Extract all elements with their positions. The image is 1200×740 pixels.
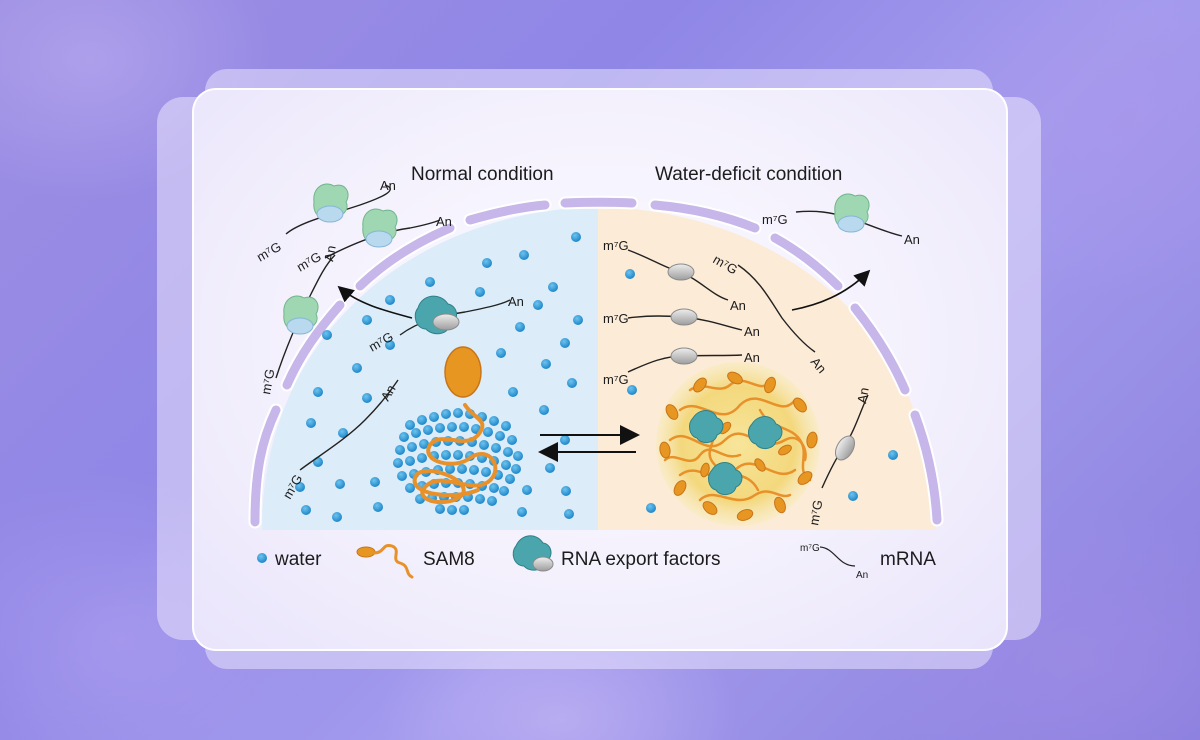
legend: water SAM8 RNA export factors m⁷G An mRN… — [257, 535, 936, 581]
equilibrium-arrows — [538, 425, 640, 462]
sam8-idr-strand — [412, 403, 498, 505]
legend-water-label: water — [274, 549, 322, 570]
export-factor-gray-subunit — [835, 435, 855, 461]
svg-text:m⁷G: m⁷G — [800, 543, 820, 554]
mrna-strand — [324, 219, 441, 259]
mrna-strand — [737, 264, 816, 353]
mrna-cap: m⁷G — [603, 311, 629, 326]
ribosome-small-subunit — [365, 230, 393, 248]
water-molecules-deficit — [625, 269, 898, 513]
mrna-cap: m⁷G — [806, 499, 825, 527]
mrna-tail: An — [508, 294, 524, 309]
nuclear-envelope — [248, 195, 944, 529]
mrna-strand — [299, 379, 399, 471]
export-arrow-normal — [337, 285, 413, 319]
water-deficit-title: Water-deficit condition — [655, 164, 842, 185]
legend-water-icon — [257, 553, 267, 563]
mrna-cap: m⁷G — [603, 372, 629, 387]
legend-sam8-label: SAM8 — [423, 549, 475, 570]
mrna-tail: An — [321, 244, 339, 262]
mrna-tail: An — [854, 386, 872, 404]
sam8-water-cluster — [393, 346, 523, 515]
nucleus-normal-half — [262, 207, 598, 530]
mrna-tail: An — [378, 382, 399, 403]
mrna-tail: An — [904, 232, 920, 247]
mrna-tail: An — [744, 324, 760, 339]
svg-text:An: An — [856, 570, 868, 581]
legend-sam8-icon — [356, 543, 414, 579]
ribosome-small-subunit — [316, 205, 344, 223]
mrna-cap: m⁷G — [254, 239, 284, 265]
legend-mrna-icon: m⁷G An — [800, 543, 868, 581]
water-molecules-normal — [295, 232, 583, 522]
mrna-cap: m⁷G — [294, 249, 324, 275]
ribosome-small-subunit — [286, 317, 314, 335]
mrna-tail: An — [730, 298, 746, 313]
sam8-folded-domain — [444, 346, 482, 398]
mrna-cap: m⁷G — [762, 212, 788, 227]
legend-export-factor-icon — [512, 535, 554, 572]
sam8-condensate — [656, 362, 820, 526]
mrna-strand — [285, 184, 391, 235]
export-factor-gray-subunit — [667, 263, 695, 281]
mrna-molecules: m⁷GAnm⁷GAnm⁷GAnm⁷GAnm⁷GAnm⁷GAnm⁷GAnm⁷GAn… — [254, 178, 920, 527]
ribosome-small-subunit — [837, 215, 865, 233]
mrna-cap: m⁷G — [258, 368, 277, 396]
mrna-tail: An — [744, 350, 760, 365]
export-factor-gray-subunit — [670, 347, 698, 365]
export-factor-gray-subunit — [432, 313, 460, 331]
mrna-tail: An — [436, 214, 452, 229]
legend-export-label: RNA export factors — [561, 549, 720, 570]
export-arrow-deficit — [791, 269, 871, 311]
mrna-tail: An — [380, 178, 396, 193]
normal-condition-title: Normal condition — [411, 164, 554, 185]
mrna-cap: m⁷G — [603, 238, 629, 253]
export-factor-gray-subunit — [670, 308, 698, 326]
legend-mrna-label: mRNA — [880, 549, 936, 570]
